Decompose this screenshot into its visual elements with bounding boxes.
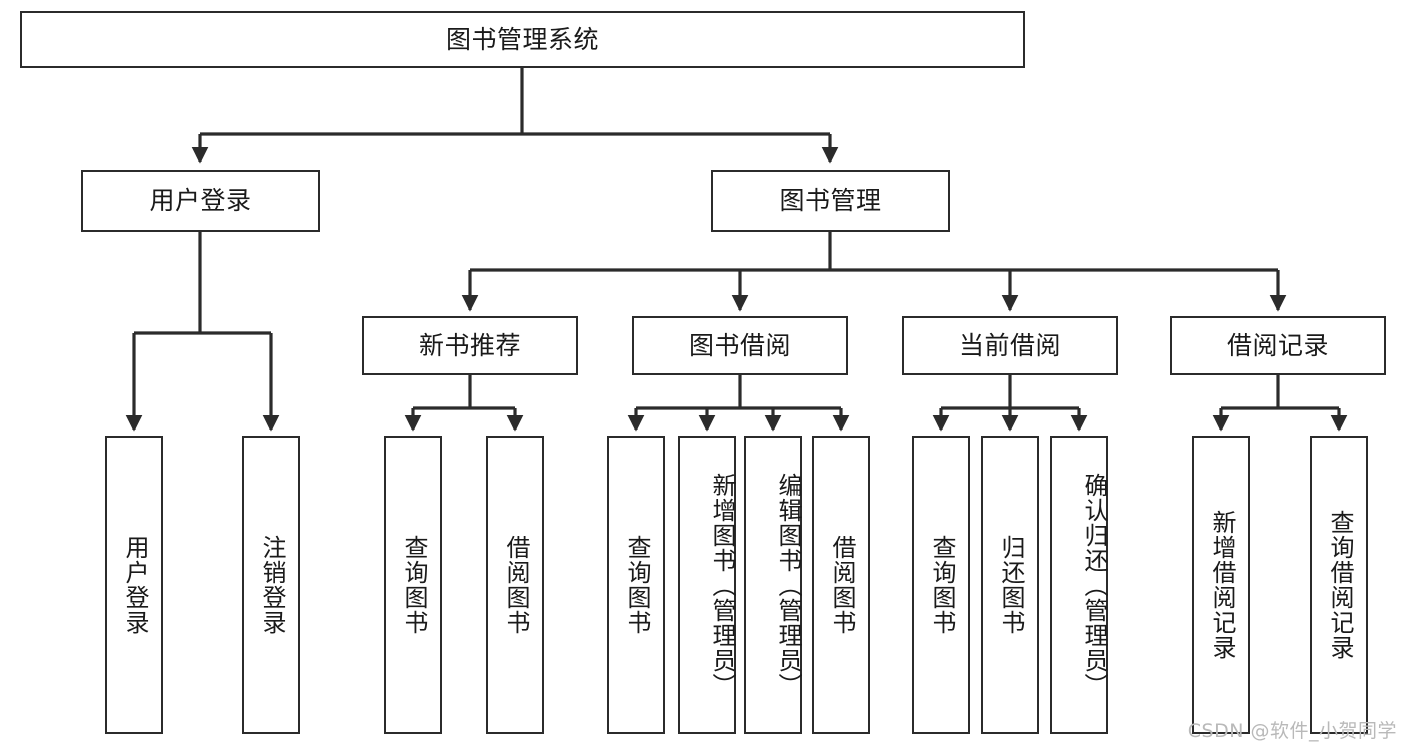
node-leaf-query-book-current[interactable]: 查询图书 <box>912 436 970 734</box>
node-leaf-add-borrow-record[interactable]: 新增借阅记录 <box>1192 436 1250 734</box>
node-label: 用户登录 <box>120 535 149 635</box>
node-label: 确认归还（管理员） <box>1080 472 1108 698</box>
node-leaf-logout[interactable]: 注销登录 <box>242 436 300 734</box>
node-book-borrow[interactable]: 图书借阅 <box>632 316 848 375</box>
node-new-book-recommend[interactable]: 新书推荐 <box>362 316 578 375</box>
node-label: 用户登录 <box>149 186 252 216</box>
node-label: 归还图书 <box>996 535 1025 635</box>
node-root-book-management-system[interactable]: 图书管理系统 <box>20 11 1025 68</box>
node-label: 注销登录 <box>257 535 286 635</box>
node-label: 图书管理系统 <box>445 24 599 54</box>
node-leaf-query-book-recommend[interactable]: 查询图书 <box>384 436 442 734</box>
node-leaf-query-borrow-record[interactable]: 查询借阅记录 <box>1310 436 1368 734</box>
node-label: 当前借阅 <box>958 330 1061 360</box>
node-label: 新增借阅记录 <box>1207 510 1236 660</box>
node-borrow-record[interactable]: 借阅记录 <box>1170 316 1386 375</box>
node-label: 图书管理 <box>779 186 882 216</box>
node-leaf-add-book-admin[interactable]: 新增图书（管理员） <box>678 436 736 734</box>
node-leaf-borrow-book[interactable]: 借阅图书 <box>812 436 870 734</box>
node-user-login[interactable]: 用户登录 <box>81 170 320 232</box>
watermark: CSDN @软件_小贺同学 <box>1187 720 1397 742</box>
node-label: 查询图书 <box>927 535 956 635</box>
node-label: 查询图书 <box>399 535 428 635</box>
node-label: 查询图书 <box>622 535 651 635</box>
node-label: 编辑图书（管理员） <box>774 472 802 698</box>
node-leaf-user-login[interactable]: 用户登录 <box>105 436 163 734</box>
node-book-management[interactable]: 图书管理 <box>711 170 950 232</box>
node-label: 新增图书（管理员） <box>708 472 736 698</box>
node-leaf-return-book[interactable]: 归还图书 <box>981 436 1039 734</box>
node-label: 查询借阅记录 <box>1325 510 1354 660</box>
node-label: 借阅图书 <box>501 535 530 635</box>
node-label: 新书推荐 <box>418 330 521 360</box>
node-leaf-query-book-borrow[interactable]: 查询图书 <box>607 436 665 734</box>
node-label: 图书借阅 <box>688 330 791 360</box>
node-label: 借阅记录 <box>1226 330 1329 360</box>
node-leaf-edit-book-admin[interactable]: 编辑图书（管理员） <box>744 436 802 734</box>
node-leaf-confirm-return-admin[interactable]: 确认归还（管理员） <box>1050 436 1108 734</box>
node-current-borrow[interactable]: 当前借阅 <box>902 316 1118 375</box>
node-label: 借阅图书 <box>827 535 856 635</box>
node-leaf-borrow-book-recommend[interactable]: 借阅图书 <box>486 436 544 734</box>
